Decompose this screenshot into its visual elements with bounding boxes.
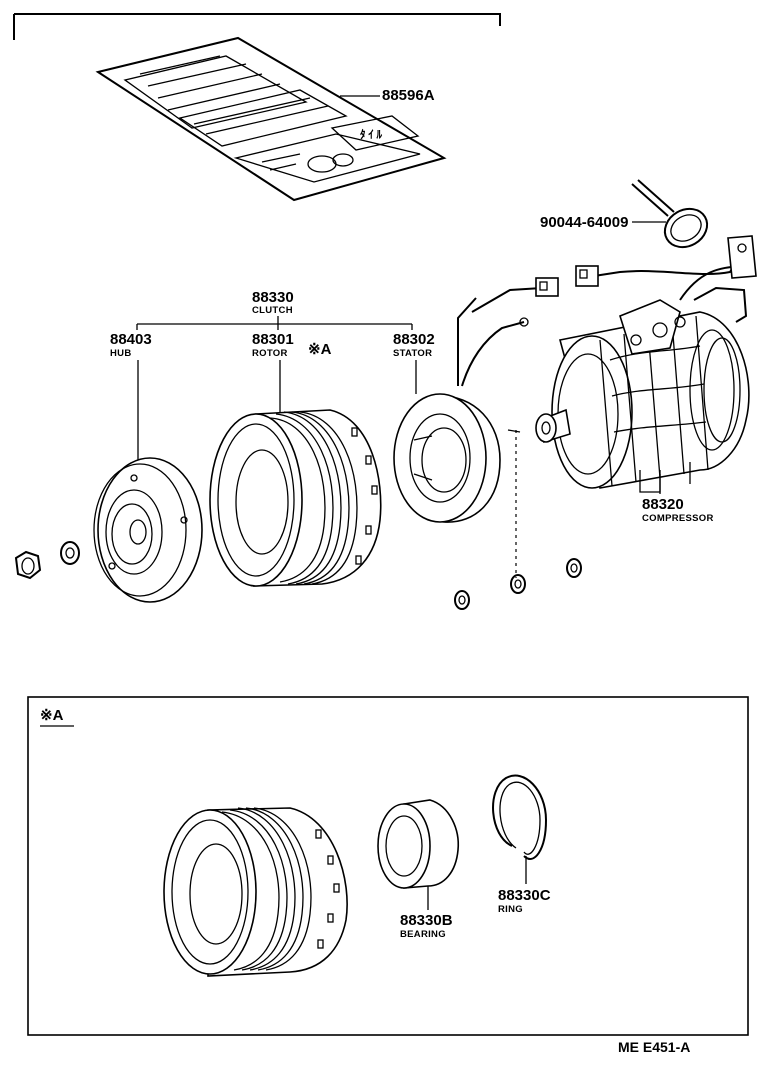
svg-text:ﾀ ｲ ﾙ: ﾀ ｲ ﾙ bbox=[360, 128, 382, 141]
axis-tick bbox=[507, 429, 521, 433]
part-number-88596A: 88596A bbox=[382, 87, 435, 104]
detail-box-frame bbox=[27, 696, 749, 1036]
nut-right bbox=[566, 558, 582, 578]
part-number-88330C: 88330C bbox=[498, 887, 551, 904]
compressor-drawing bbox=[535, 235, 757, 493]
part-name-rotor: ROTOR bbox=[252, 348, 288, 359]
part-number-88320: 88320 bbox=[642, 496, 684, 513]
shim-washer bbox=[510, 574, 526, 594]
rotor-detail-ref: ※A bbox=[308, 341, 332, 358]
clutch-bracket bbox=[136, 316, 413, 330]
stator-drawing bbox=[393, 277, 559, 523]
detail-bearing-drawing bbox=[377, 799, 460, 889]
part-number-90044-64009: 90044-64009 bbox=[540, 214, 629, 231]
part-number-88301: 88301 bbox=[252, 331, 294, 348]
part-name-clutch: CLUTCH bbox=[252, 305, 293, 316]
tie-band-drawing bbox=[631, 179, 709, 249]
detail-rotor-drawing bbox=[163, 807, 348, 977]
top-frame-line bbox=[13, 13, 501, 40]
figure-code: ME E451-A bbox=[618, 1039, 691, 1055]
part-name-bearing: BEARING bbox=[400, 929, 446, 940]
part-number-88330B: 88330B bbox=[400, 912, 453, 929]
part-number-88330: 88330 bbox=[252, 289, 294, 306]
nut-left bbox=[14, 550, 42, 580]
part-name-ring: RING bbox=[498, 904, 523, 915]
part-number-88403: 88403 bbox=[110, 331, 152, 348]
label-sheet-drawing: ﾀ ｲ ﾙ bbox=[95, 36, 447, 202]
detail-box-title: ※A bbox=[40, 707, 64, 724]
part-name-compressor: COMPRESSOR bbox=[642, 513, 714, 524]
part-name-stator: STATOR bbox=[393, 348, 433, 359]
washer-center bbox=[454, 590, 470, 610]
part-number-88302: 88302 bbox=[393, 331, 435, 348]
hub-drawing bbox=[93, 360, 203, 603]
part-name-hub: HUB bbox=[110, 348, 132, 359]
rotor-drawing bbox=[209, 360, 382, 587]
detail-ring-drawing bbox=[492, 774, 548, 860]
washer-left bbox=[60, 541, 80, 565]
